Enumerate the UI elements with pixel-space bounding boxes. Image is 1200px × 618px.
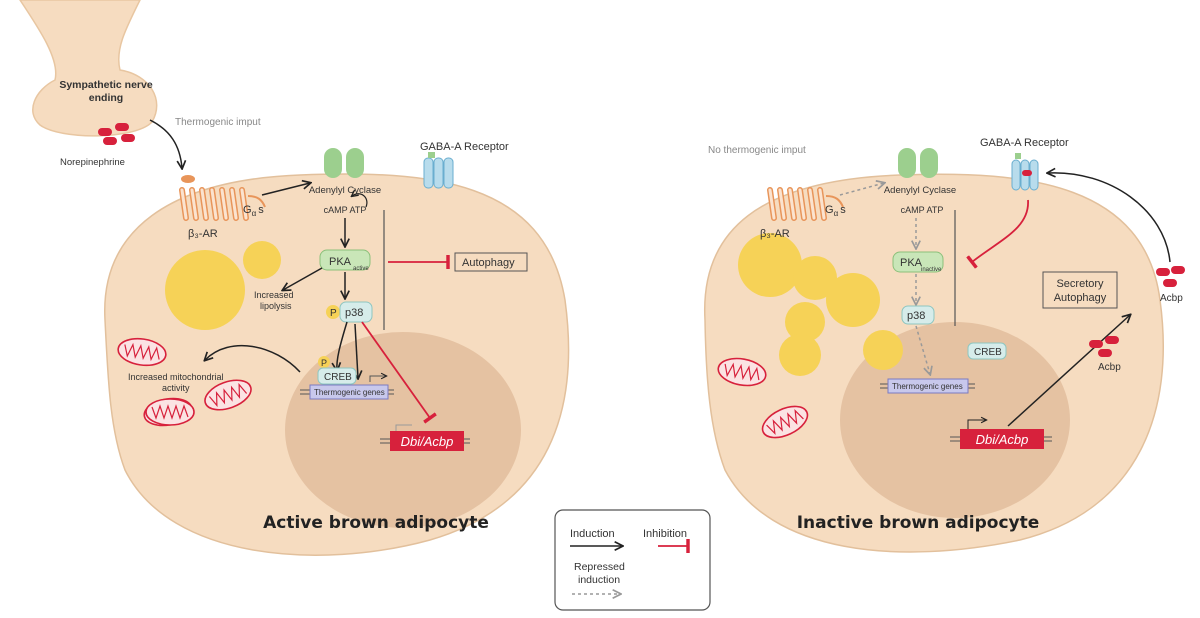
svg-text:P: P: [321, 358, 327, 368]
svg-text:Autophagy: Autophagy: [462, 257, 515, 269]
sympathetic-nerve-ending: Sympathetic nerve ending: [19, 0, 158, 137]
right-thermogenic-genes: Thermogenic genes: [880, 378, 975, 394]
left-p38-box: P p38: [326, 301, 373, 323]
svg-text:Autophagy: Autophagy: [1054, 292, 1107, 304]
right-creb-box: CREB: [967, 342, 1007, 360]
svg-text:Dbi/Acbp: Dbi/Acbp: [976, 432, 1029, 447]
nerve-arrow: [149, 119, 182, 168]
right-gs-to-cyclase-arrow: [839, 183, 884, 196]
right-dbi-gene: Dbi/Acbp: [950, 420, 1052, 449]
left-gaba-label: GABA-A Receptor: [420, 141, 509, 153]
left-beta3-label: β₃-AR: [188, 228, 218, 240]
left-gaba-receptor: [423, 152, 454, 189]
norepinephrine-label: Norepinephrine: [60, 157, 125, 168]
legend-repressed-line2: induction: [578, 574, 620, 586]
left-lipid-2: [243, 241, 281, 279]
nerve-label-line2: ending: [89, 92, 123, 104]
left-dbi-gene: Dbi/Acbp: [380, 424, 470, 451]
left-mito-line2: activity: [162, 383, 190, 393]
right-camp-label: cAMP ATP: [901, 205, 944, 215]
svg-text:p38: p38: [907, 310, 925, 322]
right-lipid-6: [779, 334, 821, 376]
right-gaba-label: GABA-A Receptor: [980, 137, 1069, 149]
right-beta3-label: β₃-AR: [760, 228, 790, 240]
legend-repressed-line1: Repressed: [574, 561, 625, 573]
right-acbp-to-gaba-arrow: [1048, 173, 1171, 263]
left-dbi-inhibition: [361, 321, 437, 424]
legend-inhibition-label: Inhibition: [643, 528, 687, 540]
left-title: Active brown adipocyte: [263, 513, 489, 533]
right-lipid-2: [793, 256, 837, 300]
left-thermogenic-genes: Thermogenic genes: [300, 384, 394, 400]
left-adenylyl-cyclase: [324, 148, 364, 178]
nerve-label-line1: Sympathetic nerve: [59, 79, 153, 91]
svg-text:inactive: inactive: [921, 267, 942, 273]
left-creb-box: P CREB: [317, 356, 357, 385]
left-genes-promoter-arrow: [369, 376, 386, 382]
right-p38-box: p38: [901, 305, 935, 325]
svg-text:Dbi/Acbp: Dbi/Acbp: [401, 434, 454, 449]
left-beta3-receptor: [179, 175, 266, 221]
left-autophagy-box: Autophagy: [454, 252, 528, 272]
left-input-label: Thermogenic imput: [175, 117, 261, 128]
right-p38-to-genes-arrow: [915, 325, 930, 374]
right-pka-box: PKA inactive: [892, 251, 944, 273]
right-lipid-3: [826, 273, 880, 327]
right-title: Inactive brown adipocyte: [797, 513, 1040, 533]
left-gs-to-cyclase-arrow: [261, 183, 310, 196]
left-p38-to-creb-arrow-2: [337, 321, 348, 370]
right-acbp-inner-label: Acbp: [1098, 362, 1121, 373]
right-gaba-inhibition: [966, 199, 1029, 269]
left-lipolysis-line1: Increased: [254, 290, 294, 300]
svg-text:active: active: [353, 266, 369, 272]
right-secretory-box: Secretory Autophagy: [1042, 271, 1118, 309]
svg-text:p38: p38: [345, 307, 363, 319]
legend: Induction Inhibition Repressed induction: [554, 509, 711, 611]
left-lipolysis-line2: lipolysis: [260, 301, 292, 311]
right-nucleus: [840, 322, 1070, 518]
right-gaba-receptor: [1011, 153, 1039, 191]
right-dbi-to-acbp-arrow: [1007, 315, 1130, 427]
right-input-label: No thermogenic imput: [708, 145, 806, 156]
right-beta3-receptor: [767, 187, 844, 221]
left-pka-box: PKA active: [319, 249, 371, 272]
legend-box: [554, 509, 711, 611]
svg-text:PKA: PKA: [329, 256, 352, 268]
svg-text:Thermogenic genes: Thermogenic genes: [314, 388, 385, 397]
legend-induction-label: Induction: [570, 528, 615, 540]
svg-text:PKA: PKA: [900, 257, 923, 269]
svg-text:CREB: CREB: [324, 372, 352, 383]
svg-text:Thermogenic genes: Thermogenic genes: [892, 382, 963, 391]
svg-text:Secretory: Secretory: [1056, 278, 1104, 290]
left-atp-curve-arrow: [352, 194, 368, 208]
left-lipid-1: [165, 250, 245, 330]
right-adenylyl-cyclase: [898, 148, 938, 178]
right-acbp-outer: [1156, 266, 1185, 287]
left-cyclase-label: Adenylyl Cyclase: [309, 185, 381, 196]
right-lipid-4: [785, 302, 825, 342]
left-p38-to-creb-arrow: [355, 323, 358, 378]
right-lipid-5: [863, 330, 903, 370]
right-acbp-outer-label: Acbp: [1160, 293, 1183, 304]
left-mito-line1: Increased mitochondrial: [128, 372, 224, 382]
left-creb-to-mito-arrow: [205, 344, 301, 373]
right-cyclase-label: Adenylyl Cyclase: [884, 185, 956, 196]
left-camp-label: cAMP ATP: [324, 205, 367, 215]
right-lipid-1: [738, 233, 802, 297]
svg-text:P: P: [330, 308, 337, 319]
svg-text:CREB: CREB: [974, 347, 1002, 358]
left-pka-to-lipolysis-arrow: [283, 267, 323, 290]
